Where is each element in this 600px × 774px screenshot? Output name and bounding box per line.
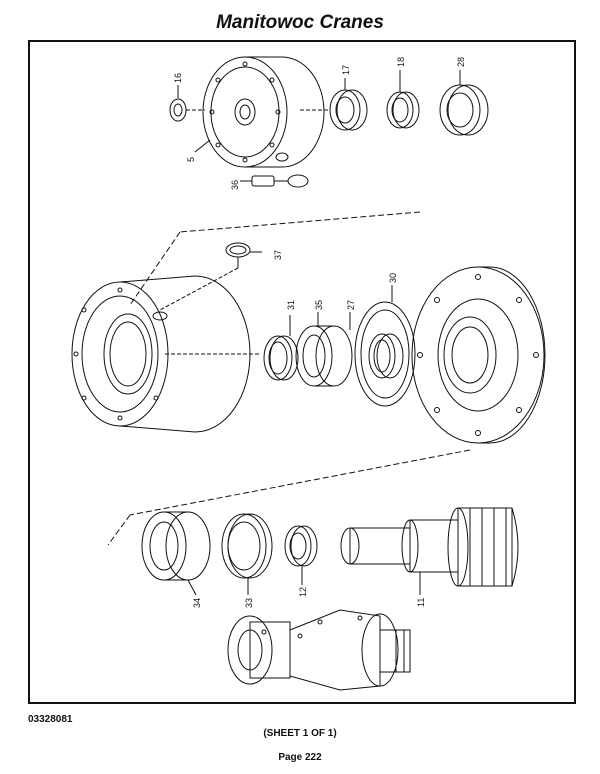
callout-12: 12 xyxy=(298,587,308,597)
part-carrier-housing xyxy=(411,266,546,444)
callout-37: 37 xyxy=(273,250,283,260)
callout-27: 27 xyxy=(346,300,356,310)
part-34-bearing xyxy=(141,511,211,581)
callout-31: 31 xyxy=(286,300,296,310)
callout-34: 34 xyxy=(192,598,202,608)
part-12-seal xyxy=(284,525,318,567)
part-35-bearing-cone xyxy=(295,325,353,387)
assembled-drive xyxy=(227,609,411,691)
callout-36: 36 xyxy=(230,180,240,190)
part-37-plug xyxy=(225,242,251,268)
callout-11: 11 xyxy=(416,598,426,607)
drawing-number: 03328081 xyxy=(28,714,73,725)
part-5-housing xyxy=(202,56,325,168)
part-11-pinion-shaft xyxy=(340,507,519,587)
sheet-label: (SHEET 1 OF 1) xyxy=(263,728,337,739)
page-number: Page 222 xyxy=(278,752,322,763)
part-30-shim xyxy=(354,301,416,407)
callout-35: 35 xyxy=(314,300,324,310)
callout-16: 16 xyxy=(173,73,183,83)
callout-33: 33 xyxy=(244,598,254,608)
callout-28: 28 xyxy=(456,57,466,67)
callout-30: 30 xyxy=(388,273,398,283)
part-27-bearing-cup xyxy=(368,333,404,379)
callout-5: 5 xyxy=(186,157,196,162)
callout-17: 17 xyxy=(341,65,351,75)
drawing-frame xyxy=(28,40,576,704)
part-33-bearing-cup xyxy=(221,513,273,579)
part-31-bearing-cup xyxy=(263,335,299,381)
page-title: Manitowoc Cranes xyxy=(216,12,384,33)
callout-18: 18 xyxy=(396,57,406,67)
